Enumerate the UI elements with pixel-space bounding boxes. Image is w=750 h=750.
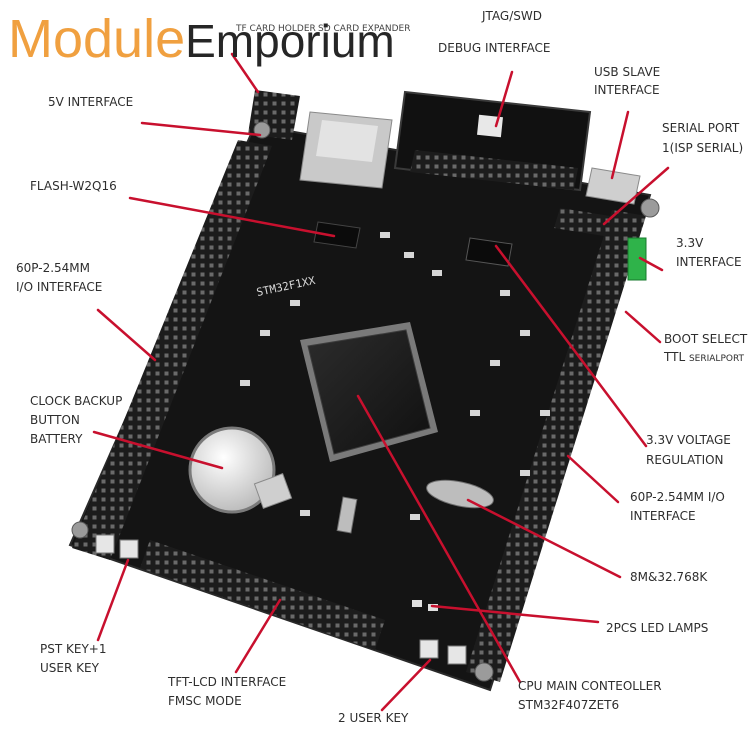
- label-clock-2: BUTTON: [30, 413, 80, 427]
- left-pin-header: [72, 140, 272, 560]
- label-three-v-2: INTERFACE: [676, 255, 742, 269]
- mount-hole-tr: [640, 198, 660, 218]
- label-boot-2-ttl: TTL: [664, 350, 686, 364]
- label-io-right-2: INTERFACE: [630, 509, 696, 523]
- watermark-module: Module: [8, 9, 186, 69]
- line-pst: [96, 558, 130, 642]
- line-user-key: [380, 658, 432, 712]
- annotation-lines: [92, 52, 670, 712]
- line-io-left: [96, 308, 157, 362]
- line-tft: [234, 598, 282, 674]
- label-boot-1: BOOT SELECT: [664, 332, 748, 346]
- line-jtag: [494, 70, 514, 128]
- label-io-left-2: I/O INTERFACE: [16, 280, 103, 294]
- label-crystal: 8M&32.768K: [630, 570, 708, 584]
- label-pst-1: PST KEY+1: [40, 642, 107, 656]
- label-tft-2: FMSC MODE: [168, 694, 242, 708]
- line-flash: [128, 196, 336, 238]
- voltage-regulator: [465, 237, 513, 267]
- label-vreg-1: 3.3v VOLTAGE: [646, 433, 731, 447]
- line-boot: [624, 310, 662, 344]
- led-lamp-2: [428, 604, 438, 611]
- label-clock-3: BATTERY: [30, 432, 83, 446]
- crystal-8m: [426, 479, 494, 509]
- label-pst-2: USER KEY: [40, 661, 99, 675]
- label-three-v-1: 3.3v: [676, 236, 704, 250]
- three-v-terminal: [627, 237, 647, 281]
- label-cpu-2: STM32F407ZET6: [518, 698, 620, 712]
- cpu-chip: [307, 329, 431, 455]
- reset-key: [95, 534, 115, 554]
- line-serial: [602, 166, 670, 226]
- watermark-emporium: Emporium: [185, 15, 395, 67]
- crystal-32k: [336, 496, 358, 534]
- led-lamp-1: [412, 600, 422, 607]
- line-clock: [92, 430, 224, 470]
- line-three-v: [638, 256, 664, 272]
- label-flash: FLASH-W2Q16: [30, 179, 117, 193]
- user-key-b: [447, 645, 467, 665]
- label-jtag-2: DEBUG INTERFACE: [438, 41, 551, 55]
- usb-connector: [585, 167, 641, 205]
- label-vreg-2: REGULATION: [646, 453, 724, 467]
- label-tft-1: TFT-LCD INTERFACE: [168, 675, 287, 689]
- line-io-right: [566, 454, 620, 504]
- line-vreg: [494, 244, 648, 448]
- flash-chip: [313, 221, 361, 249]
- coin-battery: [188, 426, 276, 514]
- watermark: ModuleEmporium: [8, 6, 395, 72]
- label-led: 2PCS LED LAMPS: [606, 621, 709, 635]
- user-key-left: [119, 539, 139, 559]
- line-top-left-small: [230, 52, 260, 94]
- tft-pin-header: [140, 540, 385, 650]
- label-jtag-1: JTAG/SWD: [482, 9, 542, 23]
- label-top-left-small: TF CARD HOLDER: [236, 24, 316, 34]
- label-user-key: 2 USER KEY: [338, 711, 409, 725]
- mount-hole-br: [474, 662, 494, 682]
- label-io-right-1: 60P-2.54MM I/O: [630, 490, 725, 504]
- line-five-v: [140, 121, 262, 137]
- label-boot-2: TTL SERIALPORT: [664, 347, 744, 369]
- label-sd-card: SD CARD EXPANDER: [318, 24, 411, 34]
- label-usb-1: USB SLAVE: [594, 65, 661, 79]
- user-key-a: [419, 639, 439, 659]
- mount-hole-bl: [71, 521, 89, 539]
- label-boot-2-serial: SERIALPORT: [688, 354, 745, 364]
- label-serial-1: SERIAL PORT: [662, 121, 740, 135]
- label-usb-2: INTERFACE: [594, 83, 660, 97]
- label-clock-1: CLOCK BACKUP: [30, 394, 123, 408]
- right-pin-header: [466, 210, 646, 682]
- label-five-v: 5v INTERFACE: [48, 95, 134, 109]
- line-usb: [610, 110, 630, 180]
- label-serial-2: 1(ISP SERIAL): [662, 141, 744, 155]
- label-io-left-1: 60P-2.54MM: [16, 261, 90, 275]
- line-cpu: [356, 394, 522, 684]
- line-crystal: [466, 498, 622, 579]
- label-cpu-1: CPU MAIN CONTEOLLER: [518, 679, 662, 693]
- line-led: [430, 604, 600, 624]
